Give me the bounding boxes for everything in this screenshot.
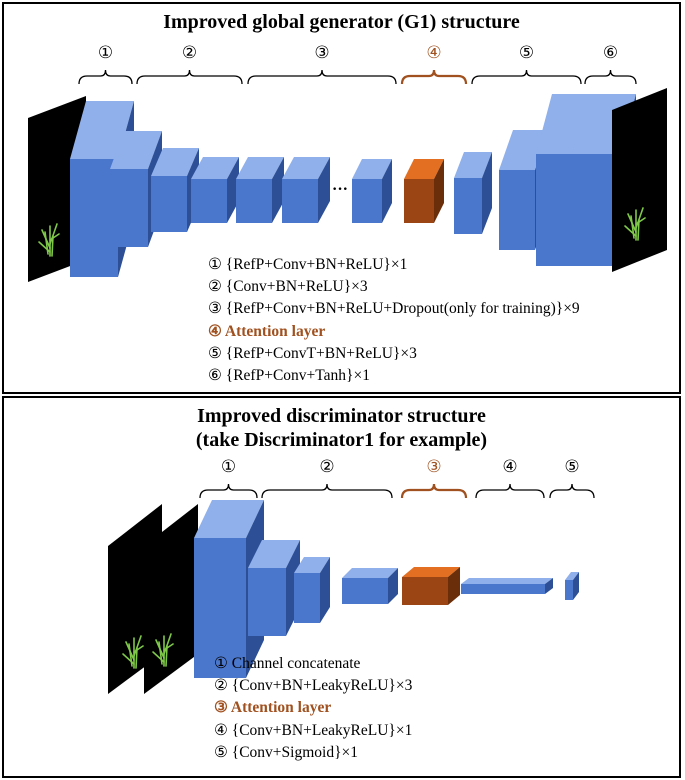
block-attention: [402, 567, 460, 605]
generator-legend-item-4: ④ Attention layer: [208, 322, 326, 340]
stage-bracket-3: ③: [247, 43, 397, 85]
generator-legend-item-3: ③ {RefP+Conv+BN+ReLU+Dropout(only for tr…: [208, 300, 580, 318]
stage-marker: ⑤: [519, 43, 534, 63]
stage-marker: ①: [98, 43, 113, 63]
plant-icon: [624, 207, 646, 241]
block-stage5a: [454, 152, 492, 234]
stage-marker: ③: [426, 457, 441, 477]
discriminator-legend-item-4: ④ {Conv+BN+LeakyReLU}×1: [214, 721, 413, 739]
stage-bracket-1: ①: [199, 457, 258, 499]
discriminator-title-line1: Improved discriminator structure: [197, 405, 486, 427]
block-stage3a: [236, 157, 284, 223]
block-attention: [404, 159, 444, 223]
stage-marker: ③: [314, 43, 329, 63]
stage-bracket-6: ⑥: [584, 43, 637, 85]
stage-marker: ⑥: [603, 43, 618, 63]
block-stage2a: [248, 540, 300, 636]
stage-bracket-4: ④: [400, 43, 468, 85]
stage-marker: ②: [319, 457, 334, 477]
generator-title: Improved global generator (G1) structure: [163, 11, 520, 33]
stage-marker: ②: [182, 43, 197, 63]
discriminator-panel: Improved discriminator structure (take D…: [2, 396, 681, 778]
generator-legend-item-6: ⑥ {RefP+Conv+Tanh}×1: [208, 367, 370, 385]
block-stage2c: [342, 568, 398, 604]
generator-diagram: ① ② ③ ④ ⑤ ⑥ ···: [28, 43, 667, 282]
discriminator-legend-item-1: ① Channel concatenate: [214, 655, 361, 672]
ellipsis: ···: [332, 181, 348, 198]
discriminator-legend: ① Channel concatenate ② {Conv+BN+LeakyReL…: [214, 653, 412, 764]
block-stage5: [565, 572, 579, 600]
stage-bracket-5: ⑤: [471, 43, 582, 85]
stage-marker: ①: [221, 457, 236, 477]
discriminator-title-line2: (take Discriminator1 for example): [195, 429, 488, 451]
block-stage3c: [352, 159, 392, 223]
block-stage3b: [282, 157, 330, 223]
block-stage4: [461, 578, 553, 594]
block-stage2b: [294, 557, 330, 623]
stage-marker: ⑤: [564, 457, 579, 477]
generator-panel: Improved global generator (G1) structure…: [2, 2, 681, 394]
plant-icon: [122, 635, 144, 669]
stage-bracket-4: ④: [475, 457, 545, 499]
stage-marker: ④: [426, 43, 441, 63]
stage-bracket-2: ②: [261, 457, 393, 499]
discriminator-legend-item-5: ⑤ {Conv+Sigmoid}×1: [214, 743, 359, 761]
stage-marker: ④: [502, 457, 517, 477]
stage-bracket-5: ⑤: [549, 457, 595, 499]
block-stage2a: [110, 131, 162, 247]
generator-legend-item-1: ① {RefP+Conv+BN+ReLU}×1: [208, 256, 408, 273]
generator-legend-item-2: ② {Conv+BN+ReLU}×3: [208, 278, 368, 296]
stage-bracket-2: ②: [136, 43, 243, 85]
stage-bracket-3: ③: [400, 457, 468, 499]
output-image: [612, 88, 667, 272]
stage-bracket-1: ①: [78, 43, 133, 85]
discriminator-legend-item-3: ③ Attention layer: [214, 699, 332, 717]
input-image-2: [144, 504, 198, 694]
plant-icon: [152, 633, 174, 667]
block-stage2c: [191, 157, 239, 223]
discriminator-legend-item-2: ② {Conv+BN+LeakyReLU}×3: [214, 677, 413, 695]
generator-legend-item-5: ⑤ {RefP+ConvT+BN+ReLU}×3: [208, 344, 417, 362]
discriminator-diagram: ① ② ③ ④ ⑤: [108, 457, 595, 694]
plant-icon: [38, 223, 60, 257]
generator-legend: ① {RefP+Conv+BN+ReLU}×1 ② {Conv+BN+ReLU}×…: [208, 254, 580, 387]
